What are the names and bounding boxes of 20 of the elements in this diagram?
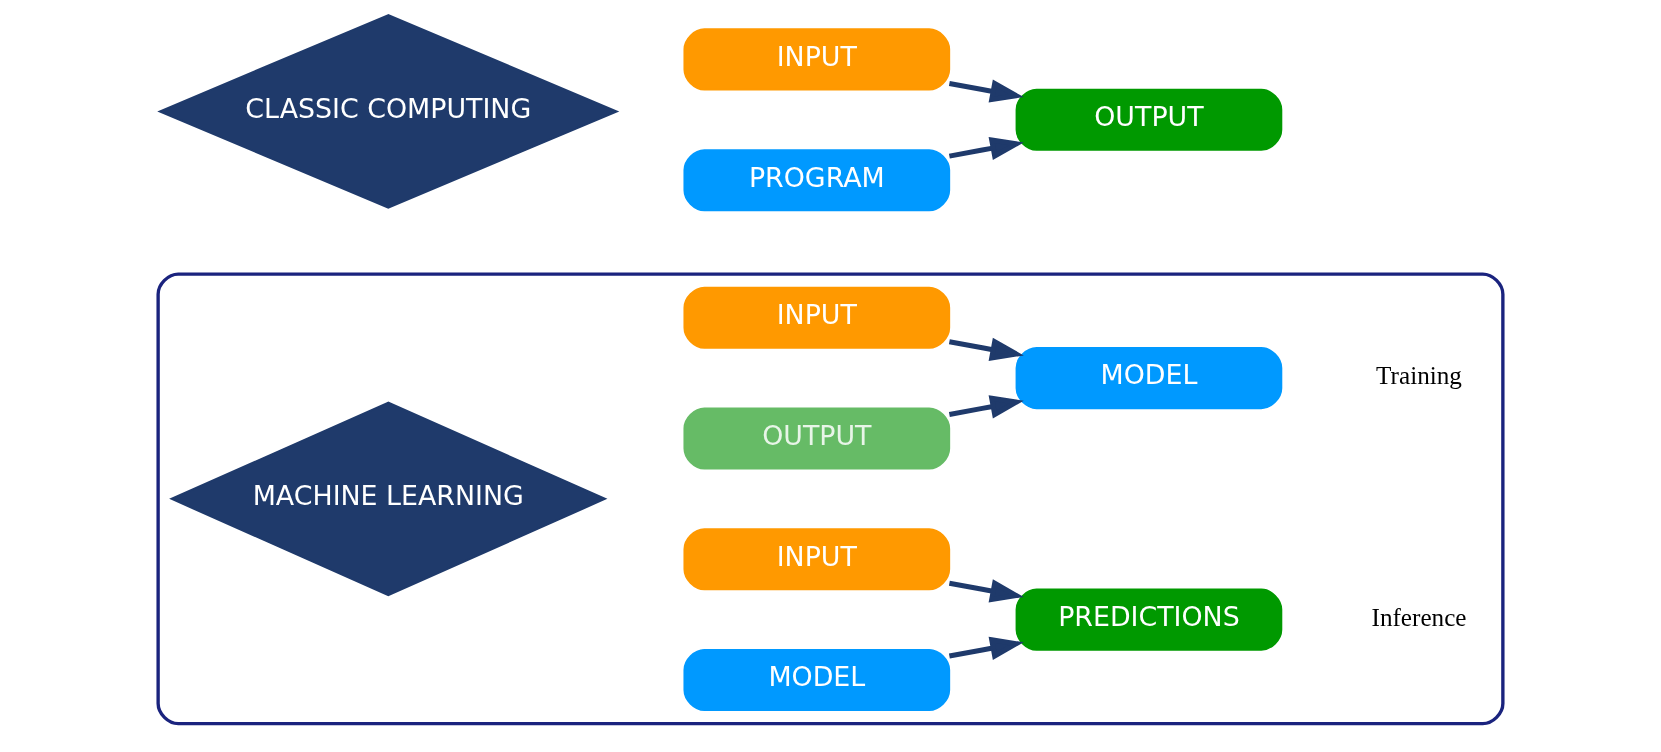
node-box: PREDICTIONS [1015,588,1283,651]
node-box: INPUT [683,28,951,91]
node-label: Inference [1371,603,1467,631]
node-box: MODEL [683,649,951,712]
node-box: INPUT [683,528,951,591]
arrow [948,579,1024,603]
arrow [948,395,1024,419]
arrow [948,636,1024,660]
arrow [948,79,1024,103]
node-box: INPUT [683,286,951,349]
node-box: OUTPUT [1015,88,1283,151]
arrow [948,337,1024,361]
arrow [948,136,1024,161]
node-box: MODEL [1015,347,1283,410]
node-box: PROGRAM [683,149,951,212]
node-diamond: MACHINE LEARNING [169,401,608,597]
node-box: OUTPUT [683,407,951,470]
node-diamond: CLASSIC COMPUTING [157,14,620,209]
node-label: Training [1376,361,1462,389]
cluster [156,272,1505,726]
